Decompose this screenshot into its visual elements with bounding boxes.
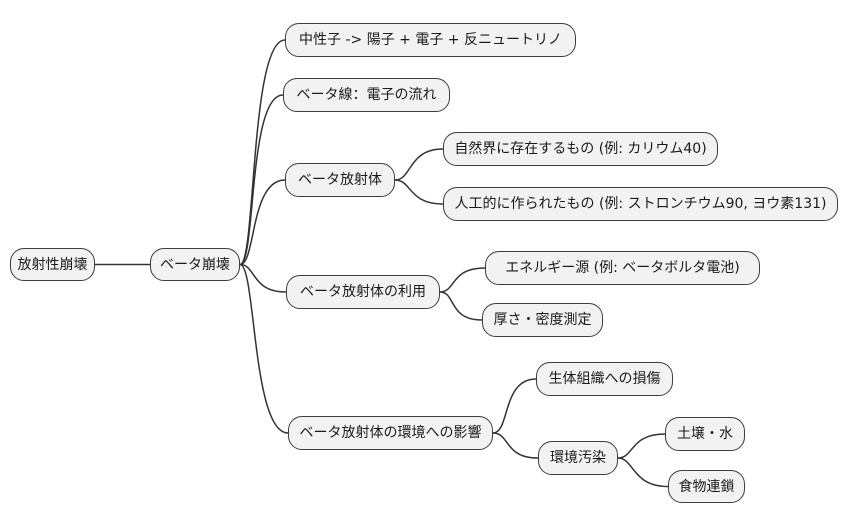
edge-beta-decay-beta-rays <box>239 94 284 266</box>
node-energy-source: エネルギー源 (例: ベータボルタ電池) <box>485 251 760 285</box>
node-food-chain: 食物連鎖 <box>668 470 745 503</box>
edge-beta-decay-neutron-equation <box>239 39 286 266</box>
edge-beta-emitters-natural-emitters <box>394 148 444 181</box>
edge-environmental-pollution-soil-water <box>617 433 666 459</box>
edge-beta-decay-beta-emitter-uses <box>239 263 287 293</box>
node-beta-emitter-uses: ベータ放射体の利用 <box>286 275 440 309</box>
node-radioactive-decay: 放射性崩壊 <box>10 248 95 281</box>
node-soil-water: 土壌・水 <box>665 417 745 451</box>
node-thickness-density: 厚さ・密度測定 <box>482 303 603 337</box>
node-natural-emitters: 自然界に存在するもの (例: カリウム40) <box>443 132 718 166</box>
node-beta-rays: ベータ線：電子の流れ <box>283 78 450 112</box>
node-environmental-impact: ベータ放射体の環境への影響 <box>288 416 493 450</box>
edge-beta-emitter-uses-energy-source <box>439 267 486 293</box>
edge-environmental-pollution-food-chain <box>617 457 669 488</box>
node-beta-emitters: ベータ放射体 <box>285 163 395 197</box>
node-tissue-damage: 生体組織への損傷 <box>536 362 673 396</box>
node-beta-decay: ベータ崩壊 <box>150 248 240 281</box>
edge-beta-decay-environmental-impact <box>239 263 289 434</box>
edge-beta-decay-beta-emitters <box>239 179 286 266</box>
node-artificial-emitters: 人工的に作られたもの (例: ストロンチウム90, ヨウ素131) <box>443 187 838 221</box>
edge-environmental-impact-tissue-damage <box>492 378 537 434</box>
edge-environmental-impact-environmental-pollution <box>492 432 539 459</box>
edge-beta-emitter-uses-thickness-density <box>439 291 483 321</box>
node-neutron-equation: 中性子 -> 陽子 + 電子 + 反ニュートリノ <box>285 23 576 57</box>
node-environmental-pollution: 環境汚染 <box>538 441 618 475</box>
edge-beta-emitters-artificial-emitters <box>394 179 444 205</box>
